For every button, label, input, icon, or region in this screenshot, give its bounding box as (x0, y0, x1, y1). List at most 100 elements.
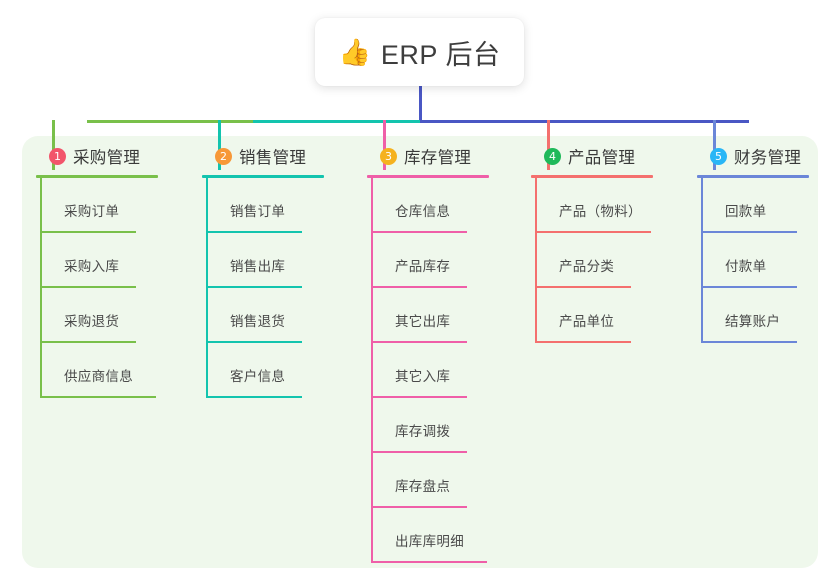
item-stem (371, 343, 373, 398)
list-item[interactable]: 付款单 (697, 233, 809, 288)
column-title-1: 采购管理 (73, 149, 141, 167)
item-rule (206, 396, 302, 398)
item-stem (206, 233, 208, 288)
item-label: 仓库信息 (395, 203, 451, 219)
list-item[interactable]: 结算账户 (697, 288, 809, 343)
item-label: 库存盘点 (395, 478, 451, 494)
item-stem (371, 508, 373, 563)
item-stem (40, 178, 42, 233)
item-label: 销售出库 (230, 258, 286, 274)
item-stem (40, 233, 42, 288)
item-stem (40, 343, 42, 398)
list-item[interactable]: 客户信息 (202, 343, 324, 398)
item-rule (535, 231, 651, 233)
item-rule (371, 286, 467, 288)
column-items-5: 回款单付款单结算账户 (697, 178, 809, 343)
column-2: 2 销售管理销售订单销售出库销售退货客户信息 (202, 144, 324, 398)
item-stem (701, 288, 703, 343)
item-label: 产品分类 (559, 258, 615, 274)
list-item[interactable]: 库存调拨 (367, 398, 489, 453)
column-items-2: 销售订单销售出库销售退货客户信息 (202, 178, 324, 398)
item-label: 产品单位 (559, 313, 615, 329)
list-item[interactable]: 产品分类 (531, 233, 653, 288)
item-rule (535, 286, 631, 288)
list-item[interactable]: 采购订单 (36, 178, 158, 233)
item-label: 结算账户 (725, 313, 781, 329)
column-badge-5: 5 (710, 147, 727, 165)
item-label: 回款单 (725, 203, 767, 219)
item-rule (371, 451, 467, 453)
column-title-3: 库存管理 (404, 149, 472, 167)
item-label: 采购订单 (64, 203, 120, 219)
column-title-5: 财务管理 (734, 149, 802, 167)
item-rule (206, 286, 302, 288)
item-rule (40, 231, 136, 233)
item-rule (701, 231, 797, 233)
item-stem (371, 288, 373, 343)
item-label: 客户信息 (230, 368, 286, 384)
item-label: 采购入库 (64, 258, 120, 274)
column-title-2: 销售管理 (239, 149, 307, 167)
column-header-2[interactable]: 2 销售管理 (202, 144, 324, 168)
list-item[interactable]: 产品单位 (531, 288, 653, 343)
column-1: 1 采购管理采购订单采购入库采购退货供应商信息 (36, 144, 158, 398)
item-rule (701, 286, 797, 288)
column-items-1: 采购订单采购入库采购退货供应商信息 (36, 178, 158, 398)
item-label: 其它入库 (395, 368, 451, 384)
list-item[interactable]: 销售出库 (202, 233, 324, 288)
item-label: 采购退货 (64, 313, 120, 329)
item-rule (371, 341, 467, 343)
thumbs-up-icon: 👍 (338, 37, 371, 67)
root-node-label: ERP 后台 (380, 39, 501, 70)
item-label: 销售退货 (230, 313, 286, 329)
column-rule-3 (367, 175, 489, 178)
list-item[interactable]: 其它出库 (367, 288, 489, 343)
root-node[interactable]: 👍 ERP 后台 (315, 18, 524, 86)
mindmap-panel (22, 136, 818, 568)
item-stem (206, 178, 208, 233)
column-badge-2: 2 (215, 147, 232, 165)
item-stem (40, 288, 42, 343)
item-stem (535, 233, 537, 288)
column-items-4: 产品（物料） 产品分类产品单位 (531, 178, 653, 343)
column-5: 5 财务管理回款单付款单结算账户 (697, 144, 809, 343)
list-item[interactable]: 库存盘点 (367, 453, 489, 508)
item-label: 供应商信息 (64, 368, 133, 384)
item-stem (371, 178, 373, 233)
list-item[interactable]: 采购入库 (36, 233, 158, 288)
item-rule (206, 231, 302, 233)
item-label: 产品（物料） (559, 203, 642, 219)
list-item[interactable]: 销售退货 (202, 288, 324, 343)
column-header-5[interactable]: 5 财务管理 (697, 144, 809, 168)
item-label: 付款单 (725, 258, 767, 274)
column-badge-1: 1 (49, 147, 66, 165)
list-item[interactable]: 仓库信息 (367, 178, 489, 233)
item-rule (40, 341, 136, 343)
item-stem (701, 178, 703, 233)
item-rule (40, 396, 156, 398)
list-item[interactable]: 回款单 (697, 178, 809, 233)
list-item[interactable]: 出库库明细 (367, 508, 489, 563)
list-item[interactable]: 销售订单 (202, 178, 324, 233)
list-item[interactable]: 其它入库 (367, 343, 489, 398)
item-stem (371, 398, 373, 453)
item-rule (371, 561, 487, 563)
column-header-1[interactable]: 1 采购管理 (36, 144, 158, 168)
list-item[interactable]: 供应商信息 (36, 343, 158, 398)
item-rule (206, 341, 302, 343)
item-rule (371, 506, 467, 508)
item-stem (701, 233, 703, 288)
item-rule (371, 396, 467, 398)
item-label: 其它出库 (395, 313, 451, 329)
item-rule (701, 341, 797, 343)
list-item[interactable]: 产品（物料） (531, 178, 653, 233)
item-label: 产品库存 (395, 258, 451, 274)
item-stem (535, 178, 537, 233)
list-item[interactable]: 产品库存 (367, 233, 489, 288)
list-item[interactable]: 采购退货 (36, 288, 158, 343)
item-stem (535, 288, 537, 343)
